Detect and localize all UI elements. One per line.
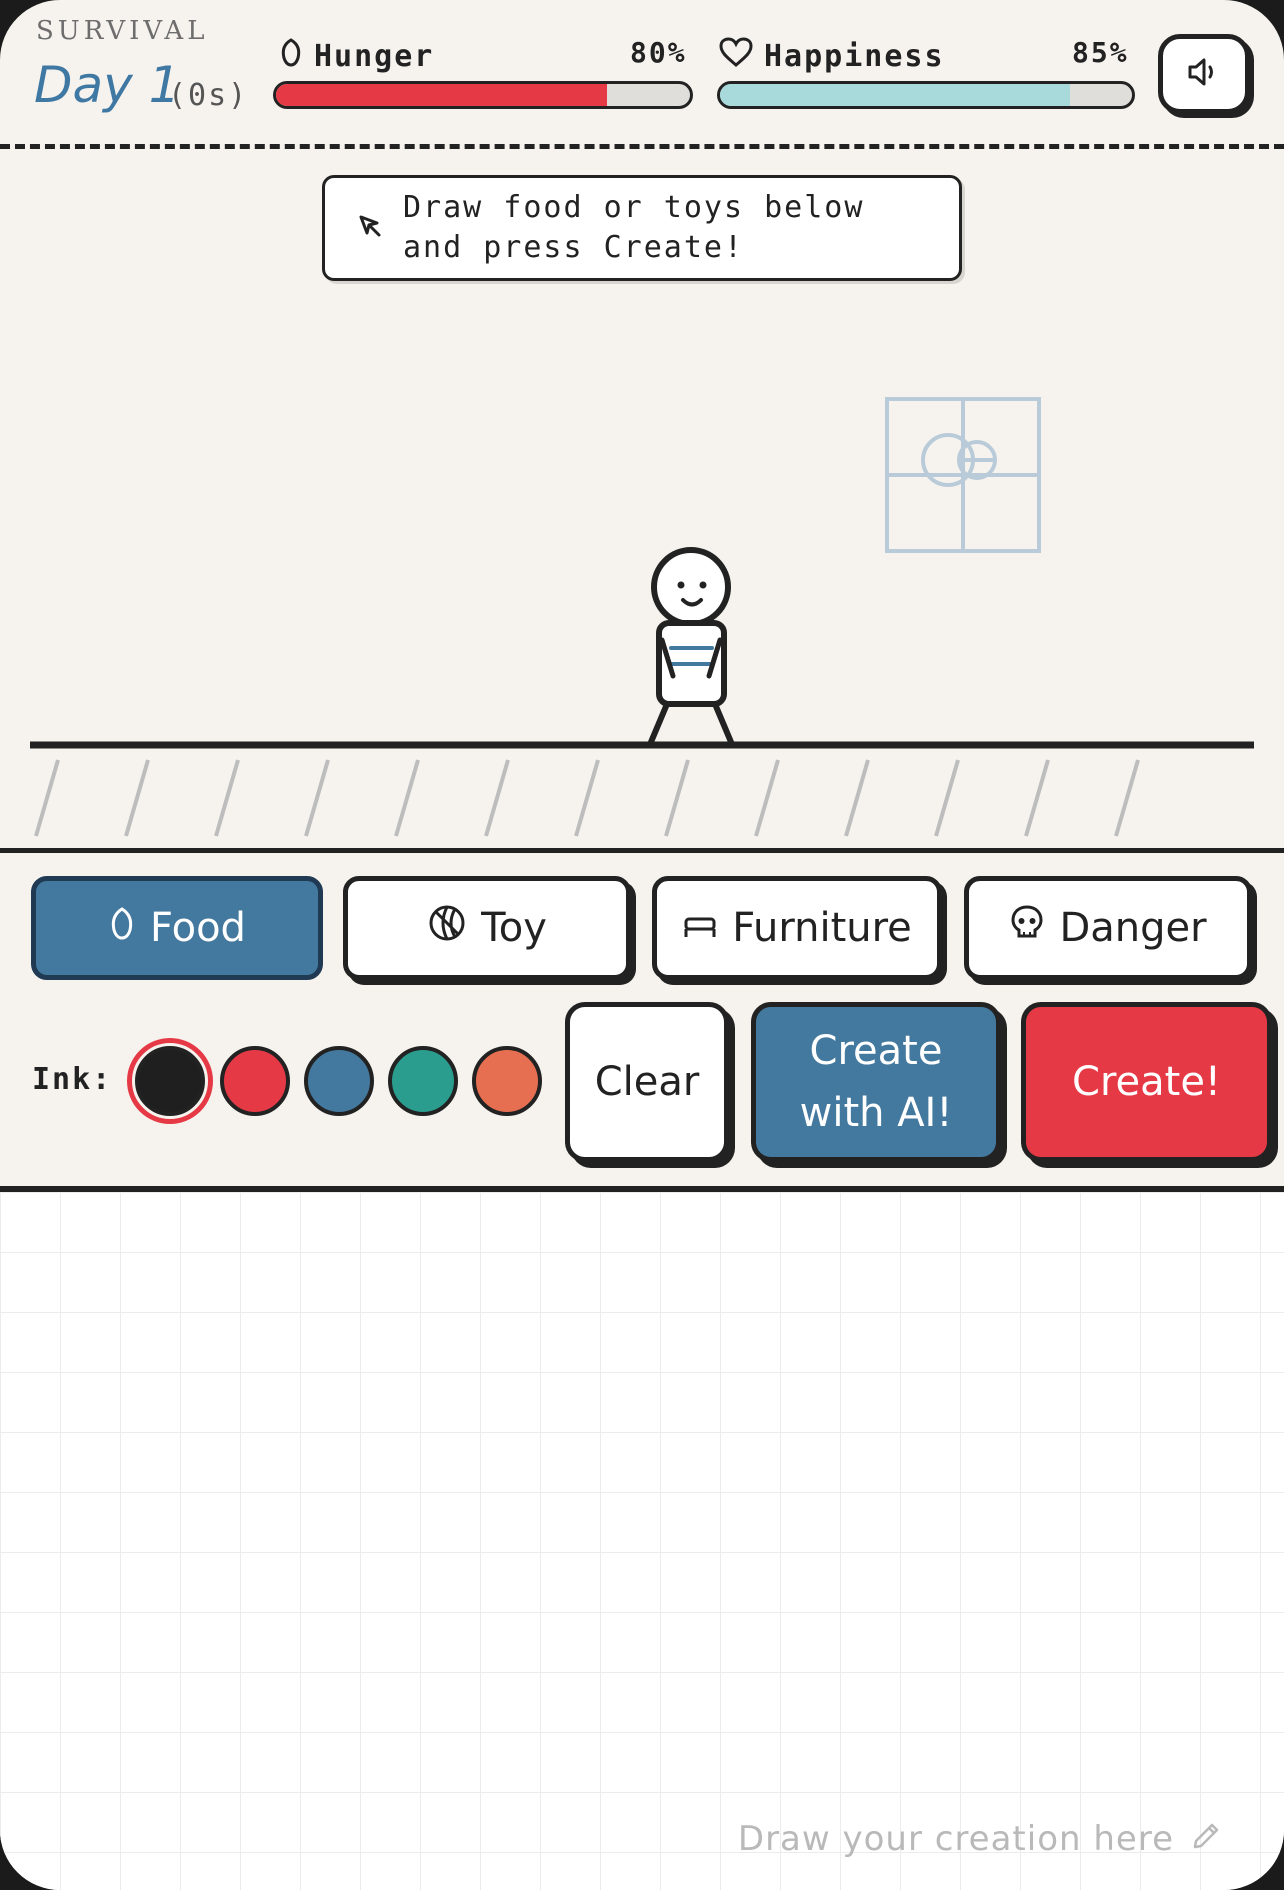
- hunger-bar: [273, 81, 693, 109]
- happiness-bar: [717, 81, 1135, 109]
- happiness-value: 85%: [1072, 36, 1129, 69]
- game-mode-label: SURVIVAL: [36, 16, 209, 46]
- sound-toggle-button[interactable]: [1158, 34, 1250, 114]
- game-scene: [30, 397, 1254, 837]
- skull-icon: [1009, 904, 1045, 952]
- ink-color-teal[interactable]: [388, 1046, 458, 1116]
- canvas-divider: [0, 1186, 1284, 1192]
- elapsed-time: (0s): [168, 78, 249, 113]
- status-header: SURVIVAL Day 1 (0s) Hunger 80% Happiness…: [0, 0, 1284, 148]
- ink-color-blue[interactable]: [304, 1046, 374, 1116]
- header-divider: [0, 144, 1284, 149]
- hunger-label: Hunger: [278, 36, 434, 76]
- hunger-bar-fill: [276, 84, 608, 106]
- instruction-hint: Draw food or toys below and press Create…: [322, 175, 962, 281]
- pencil-icon: [1190, 1817, 1224, 1860]
- window: [885, 397, 1041, 553]
- ink-color-black[interactable]: [127, 1038, 213, 1124]
- day-counter: Day 1: [34, 56, 181, 114]
- heart-icon: [718, 36, 754, 76]
- instruction-text: Draw food or toys below and press Create…: [403, 190, 865, 265]
- ball-icon: [427, 903, 467, 953]
- hunger-value: 80%: [630, 36, 687, 69]
- happiness-label: Happiness: [718, 36, 945, 76]
- tab-toy[interactable]: Toy: [343, 876, 631, 980]
- pencil-icon: [355, 211, 385, 245]
- sofa-icon: [682, 905, 718, 951]
- tab-danger[interactable]: Danger: [964, 876, 1252, 980]
- character: [648, 547, 734, 745]
- apple-icon: [108, 905, 136, 951]
- create-button[interactable]: Create!: [1021, 1002, 1272, 1162]
- speaker-icon: [1186, 56, 1222, 92]
- scene-divider: [0, 848, 1284, 853]
- drawing-canvas[interactable]: Draw your creation here: [0, 1192, 1284, 1890]
- apple-icon: [278, 36, 304, 76]
- tab-furniture[interactable]: Furniture: [652, 876, 942, 980]
- canvas-hint: Draw your creation here: [738, 1817, 1224, 1860]
- create-with-ai-button[interactable]: Create with AI!: [751, 1002, 1001, 1162]
- clear-button[interactable]: Clear: [565, 1002, 729, 1162]
- tab-food[interactable]: Food: [31, 876, 323, 980]
- happiness-bar-fill: [720, 84, 1071, 106]
- ink-color-red[interactable]: [220, 1046, 290, 1116]
- ink-color-orange[interactable]: [472, 1046, 542, 1116]
- ground: [30, 741, 1254, 837]
- ink-label: Ink:: [32, 1062, 113, 1097]
